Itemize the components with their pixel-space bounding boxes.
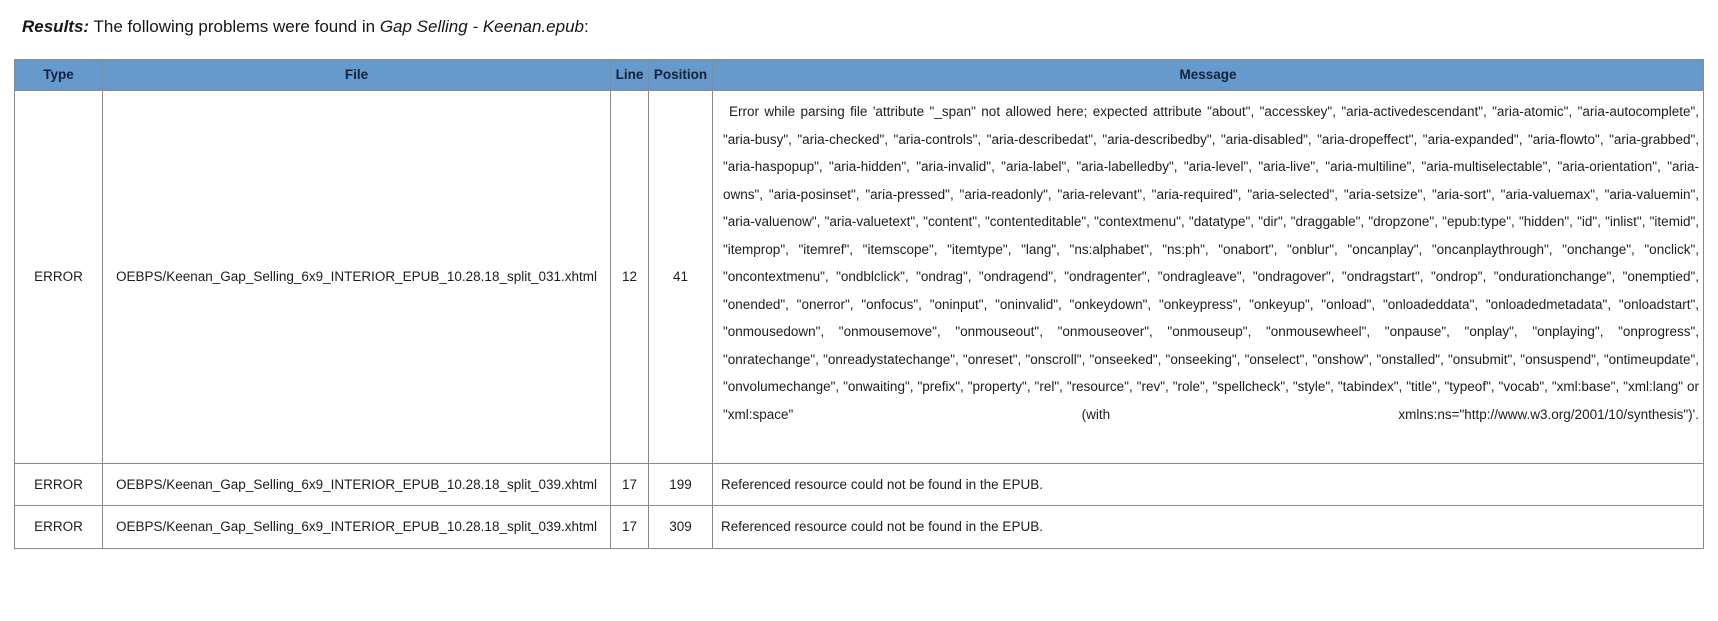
table-header: Type File Line Position Message: [14, 59, 1704, 91]
results-table-wrap: Type File Line Position Message ERROR OE…: [14, 59, 1704, 549]
cell-file: OEBPS/Keenan_Gap_Selling_6x9_INTERIOR_EP…: [102, 505, 611, 549]
cell-position: 309: [648, 505, 713, 549]
results-label: Results:: [22, 17, 90, 36]
table-row: ERROR OEBPS/Keenan_Gap_Selling_6x9_INTER…: [14, 505, 1704, 549]
cell-file: OEBPS/Keenan_Gap_Selling_6x9_INTERIOR_EP…: [102, 462, 611, 506]
column-header-file[interactable]: File: [102, 59, 611, 91]
cell-file: OEBPS/Keenan_Gap_Selling_6x9_INTERIOR_EP…: [102, 90, 611, 464]
column-header-line[interactable]: Line: [610, 59, 649, 91]
results-text-before: The following problems were found in: [89, 17, 380, 36]
problems-table: Type File Line Position Message ERROR OE…: [14, 59, 1704, 549]
table-row: ERROR OEBPS/Keenan_Gap_Selling_6x9_INTER…: [14, 462, 1704, 506]
cell-position: 199: [648, 462, 713, 506]
column-header-message[interactable]: Message: [712, 59, 1704, 91]
cell-line: 12: [610, 90, 649, 464]
cell-message: Referenced resource could not be found i…: [712, 462, 1704, 506]
column-header-type[interactable]: Type: [14, 59, 103, 91]
table-row: ERROR OEBPS/Keenan_Gap_Selling_6x9_INTER…: [14, 90, 1704, 464]
results-page: Results: The following problems were fou…: [0, 0, 1718, 549]
results-file-name: Gap Selling - Keenan.epub: [379, 17, 584, 36]
cell-type: ERROR: [14, 462, 103, 506]
cell-message: Error while parsing file 'attribute "_sp…: [712, 90, 1704, 464]
cell-position: 41: [648, 90, 713, 464]
results-text-after: :: [583, 17, 589, 36]
table-header-row: Type File Line Position Message: [14, 59, 1704, 91]
cell-type: ERROR: [14, 90, 103, 464]
cell-type: ERROR: [14, 505, 103, 549]
cell-message: Referenced resource could not be found i…: [712, 505, 1704, 549]
cell-line: 17: [610, 462, 649, 506]
results-heading: Results: The following problems were fou…: [0, 0, 1718, 38]
table-body: ERROR OEBPS/Keenan_Gap_Selling_6x9_INTER…: [14, 90, 1704, 549]
cell-line: 17: [610, 505, 649, 549]
column-header-position[interactable]: Position: [648, 59, 713, 91]
